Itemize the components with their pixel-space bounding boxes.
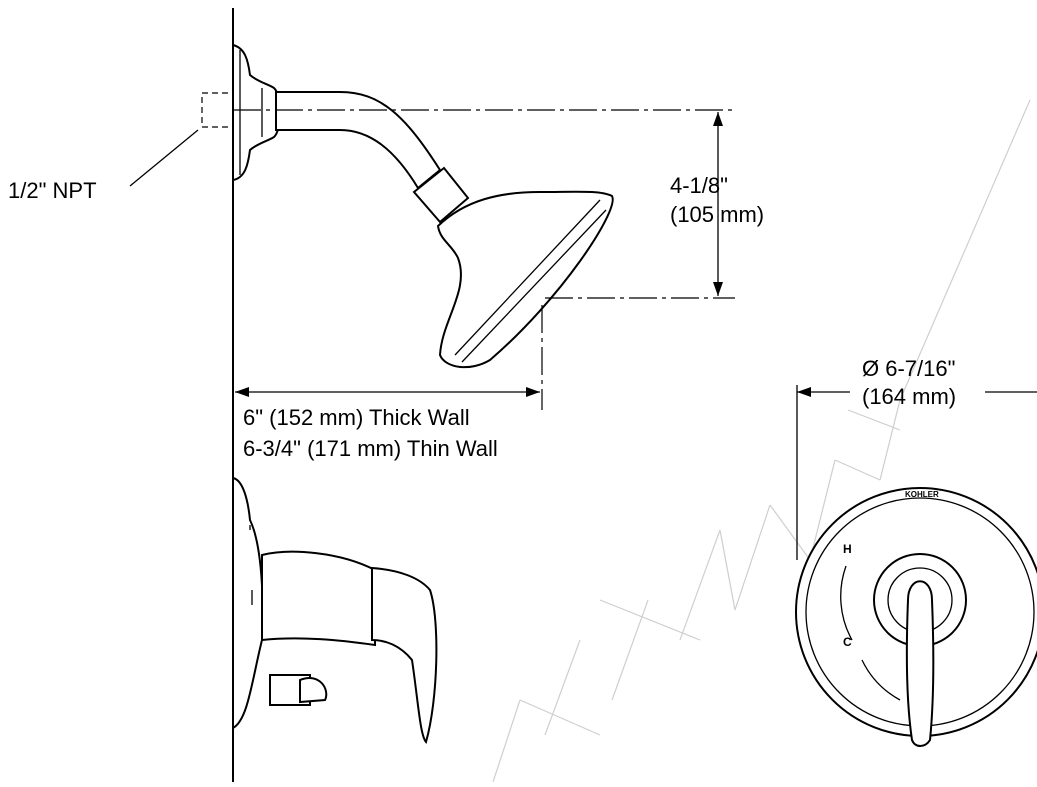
- reach-dimension: [235, 387, 540, 397]
- diameter-label-line1: Ø 6-7/16": [862, 356, 955, 381]
- diameter-dimension: [796, 385, 1037, 560]
- reach-label-line2: 6-3/4" (171 mm) Thin Wall: [243, 436, 498, 461]
- npt-leader-line: [129, 129, 199, 187]
- height-label-line2: (105 mm): [670, 202, 764, 227]
- valve-trim-front-view: [795, 487, 1037, 747]
- hot-indicator: H: [843, 542, 852, 556]
- height-label-line1: 4-1/8": [670, 173, 728, 198]
- discontinued-watermark: [492, 99, 1031, 783]
- brand-logo: KOHLER: [905, 490, 939, 499]
- shower-arm: [275, 91, 442, 190]
- valve-trim-side-view: [232, 476, 438, 745]
- height-dimension: [713, 112, 723, 296]
- shower-head: [436, 190, 614, 369]
- diameter-label-line2: (164 mm): [862, 384, 956, 409]
- reach-label-line1: 6" (152 mm) Thick Wall: [243, 405, 470, 430]
- arm-connector: [412, 166, 470, 224]
- shower-arm-flange: [232, 43, 281, 182]
- npt-thread-stub: [201, 92, 234, 128]
- npt-label: 1/2" NPT: [8, 178, 97, 203]
- cold-indicator: C: [843, 635, 852, 649]
